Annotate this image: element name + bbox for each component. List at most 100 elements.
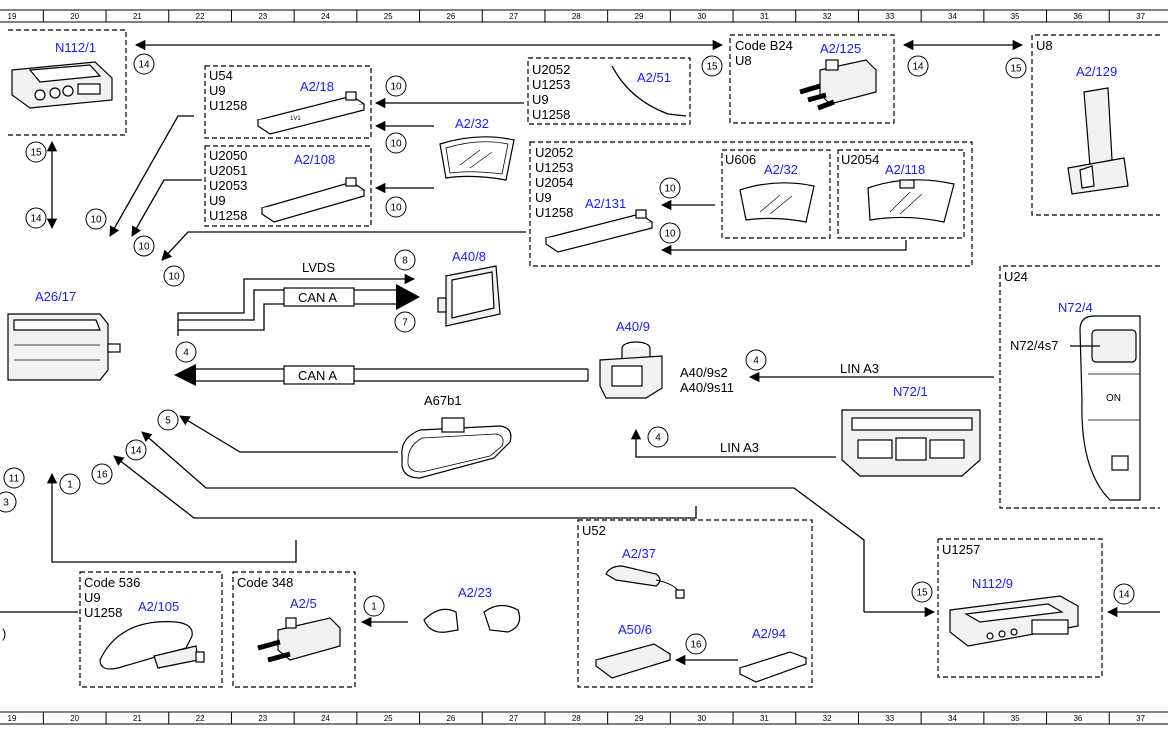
a2-18-label: A2/18 (300, 79, 334, 94)
u2050-code-3: U2053 (209, 178, 247, 193)
a2-129-label: A2/129 (1076, 64, 1117, 79)
u2050-code-2: U2051 (209, 163, 247, 178)
reference-circle-number: 16 (690, 640, 702, 651)
reference-circle (133, 53, 155, 75)
windshield-a2-32-icon (439, 136, 515, 181)
a2-108-module-icon (260, 177, 366, 223)
u2052-b-code-5: U1258 (535, 205, 573, 220)
u606-code: U606 (725, 152, 756, 167)
code-536-box (79, 571, 223, 688)
reference-circle (133, 235, 155, 257)
n72-1-label: N72/1 (893, 384, 928, 399)
reference-circle (85, 208, 107, 230)
bottom-ruler-number: 34 (948, 714, 957, 723)
n72-1-control-panel-icon (841, 409, 981, 477)
reference-circle-number: 14 (1118, 590, 1130, 601)
top-ruler-number: 36 (1073, 12, 1082, 21)
a26-17-unit-icon (7, 313, 121, 381)
reference-circle-number: 10 (138, 242, 150, 253)
u8-code: U8 (1036, 38, 1053, 53)
u1257-box (937, 538, 1103, 678)
reference-circle-number: 5 (165, 416, 171, 427)
svg-text:1V1: 1V1 (290, 116, 301, 122)
n112-1-unit-icon (11, 61, 113, 109)
reference-circle-number: 10 (664, 184, 676, 195)
u2052-b-code-3: U2054 (535, 175, 573, 190)
u2052-a-code-1: U2052 (532, 62, 570, 77)
reference-circle (157, 409, 179, 431)
top-ruler-number: 28 (572, 12, 581, 21)
reference-circle (1113, 583, 1135, 605)
u2052-a-code-4: U1258 (532, 107, 570, 122)
bottom-ruler-number: 35 (1011, 714, 1020, 723)
top-ruler-number: 37 (1136, 12, 1145, 21)
reference-circle-number: 10 (90, 215, 102, 226)
u8-box (1031, 34, 1160, 216)
top-ruler-number: 30 (697, 12, 706, 21)
code-536-code-3: U1258 (84, 605, 122, 620)
reference-circle-number: 16 (96, 470, 108, 481)
reference-circle (647, 426, 669, 448)
a2-131-module-icon (544, 209, 654, 253)
top-ruler-number: 23 (258, 12, 267, 21)
u2050-box (204, 145, 372, 227)
u606-a2-32-label: A2/32 (764, 162, 798, 177)
top-ruler-number: 26 (446, 12, 455, 21)
a2-5-connector-icon (257, 617, 341, 663)
a2-18-module-icon: 1V1 (256, 91, 366, 135)
bottom-ruler-number: 26 (446, 714, 455, 723)
reference-circle-number: 14 (138, 60, 150, 71)
u52-code: U52 (582, 523, 606, 538)
u52-box (577, 519, 813, 688)
n72-4-switch-panel-icon (1079, 315, 1141, 501)
bottom-ruler-number: 36 (1073, 714, 1082, 723)
u2052-a-box (527, 57, 691, 125)
top-ruler-number: 27 (509, 12, 518, 21)
top-ruler-number: 35 (1011, 12, 1020, 21)
a2-23-label: A2/23 (458, 585, 492, 600)
top-ruler-number: 33 (885, 12, 894, 21)
u54-code-3: U1258 (209, 98, 247, 113)
reference-circle (907, 55, 929, 77)
top-ruler-number: 20 (70, 12, 79, 21)
top-ruler-number: 19 (8, 12, 17, 21)
reference-circle (745, 349, 767, 371)
n112-9-unit-icon (949, 595, 1079, 647)
a40-9s11-label: A40/9s11 (680, 380, 734, 395)
reference-circle-number: 10 (390, 139, 402, 150)
a2-105-antenna-icon (99, 621, 205, 670)
a67b1-label: A67b1 (424, 393, 462, 408)
u2050-code-4: U9 (209, 193, 226, 208)
bottom-ruler-number: 33 (885, 714, 894, 723)
reference-circle (394, 311, 416, 333)
code-b24-code-1: Code B24 (735, 38, 793, 53)
a2-37-label: A2/37 (622, 546, 656, 561)
reference-circle-number: 15 (1010, 64, 1022, 75)
bottom-ruler-number: 23 (258, 714, 267, 723)
u2052-b-box (529, 141, 973, 267)
n112-1-label: N112/1 (55, 40, 96, 55)
reference-circle (0, 491, 17, 513)
u54-code-1: U54 (209, 68, 233, 83)
reference-circle-number: 4 (655, 433, 661, 444)
code-348-code: Code 348 (237, 575, 293, 590)
bottom-ruler-number: 31 (760, 714, 769, 723)
on-button-label: ON (1106, 393, 1121, 404)
windshield-u606-icon (739, 182, 815, 223)
reference-circle (701, 55, 723, 77)
lvds-label: LVDS (302, 260, 335, 275)
reference-circle-number: 1 (371, 602, 377, 613)
reference-circle (25, 141, 47, 163)
reference-circle (1005, 57, 1027, 79)
a2-94-module-icon (738, 651, 808, 683)
code-536-code-1: Code 536 (84, 575, 140, 590)
bottom-ruler-number: 24 (321, 714, 330, 723)
top-ruler (0, 9, 1168, 23)
reference-circle (394, 249, 416, 271)
a50-6-module-icon (594, 643, 672, 679)
a2-32-label: A2/32 (455, 116, 489, 131)
u2050-code-1: U2050 (209, 148, 247, 163)
reference-circle (25, 207, 47, 229)
connection-lines (0, 39, 1160, 666)
bottom-ruler-number: 28 (572, 714, 581, 723)
